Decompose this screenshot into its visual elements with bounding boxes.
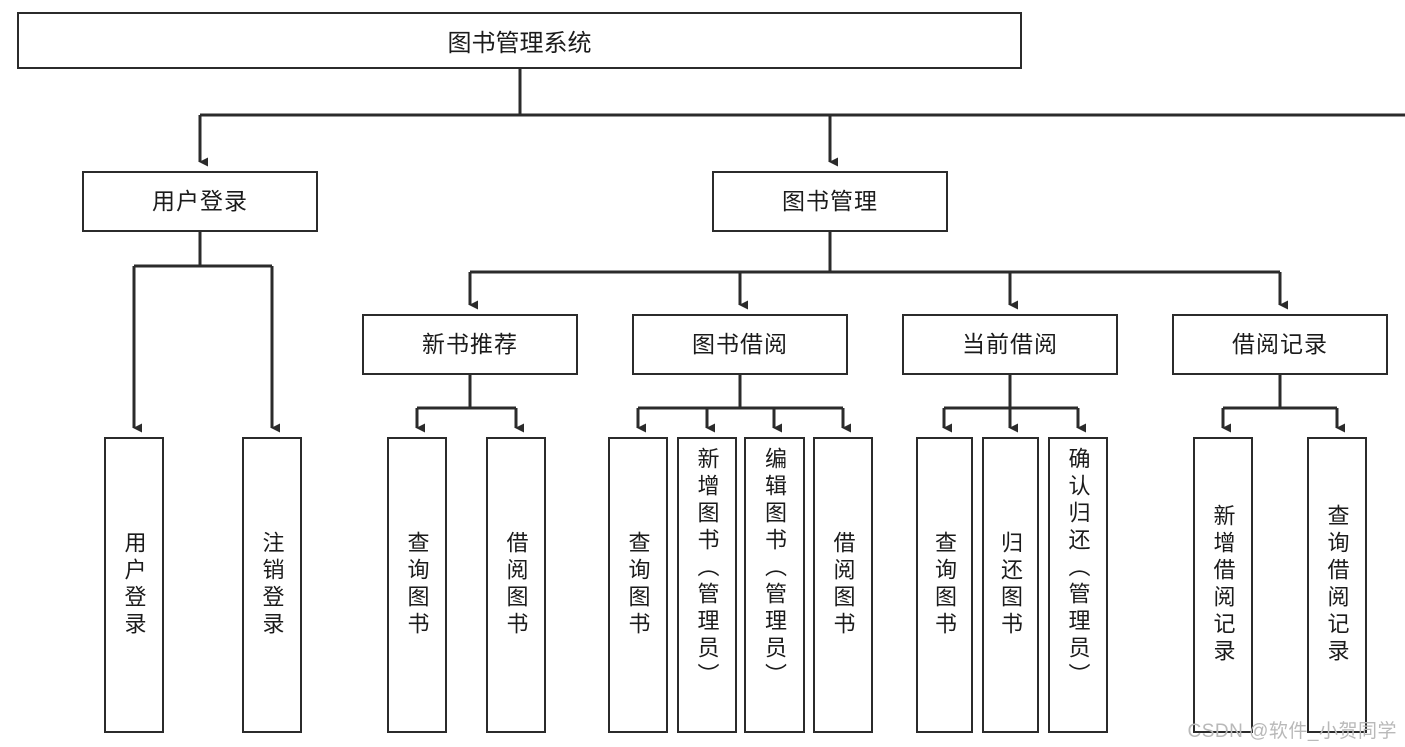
node-user-login-label: 用户登录 xyxy=(152,187,248,214)
node-leaf-query-book-newbook-label: 查询图书 xyxy=(404,531,430,639)
node-leaf-confirm-return-admin-label: 确认归还（管理员） xyxy=(1065,447,1091,690)
node-current-borrow-label: 当前借阅 xyxy=(962,330,1058,357)
node-user-login[interactable]: 用户登录 xyxy=(82,171,318,232)
node-leaf-query-book-borrow[interactable]: 查询图书 xyxy=(608,437,668,733)
node-leaf-query-borrow-record-label: 查询借阅记录 xyxy=(1324,504,1350,666)
node-leaf-borrow-book-newbook-label: 借阅图书 xyxy=(503,531,529,639)
node-leaf-user-login[interactable]: 用户登录 xyxy=(104,437,164,733)
node-book-management-label: 图书管理 xyxy=(782,187,878,214)
node-borrow-records-label: 借阅记录 xyxy=(1232,330,1328,357)
node-leaf-query-borrow-record[interactable]: 查询借阅记录 xyxy=(1307,437,1367,733)
node-leaf-borrow-book-label: 借阅图书 xyxy=(830,531,856,639)
node-leaf-edit-book-admin[interactable]: 编辑图书（管理员） xyxy=(744,437,805,733)
node-leaf-edit-book-admin-label: 编辑图书（管理员） xyxy=(762,447,788,690)
node-leaf-confirm-return-admin[interactable]: 确认归还（管理员） xyxy=(1048,437,1108,733)
node-leaf-add-borrow-record[interactable]: 新增借阅记录 xyxy=(1193,437,1253,733)
node-leaf-borrow-book-newbook[interactable]: 借阅图书 xyxy=(486,437,546,733)
node-new-book-recommend[interactable]: 新书推荐 xyxy=(362,314,578,375)
node-book-borrow[interactable]: 图书借阅 xyxy=(632,314,848,375)
node-leaf-borrow-book[interactable]: 借阅图书 xyxy=(813,437,873,733)
node-root-label: 图书管理系统 xyxy=(447,30,592,57)
node-leaf-logout[interactable]: 注销登录 xyxy=(242,437,302,733)
node-root[interactable]: 图书管理系统 xyxy=(17,12,1022,69)
node-new-book-recommend-label: 新书推荐 xyxy=(422,330,518,357)
node-leaf-return-book[interactable]: 归还图书 xyxy=(982,437,1039,733)
node-leaf-add-book-admin[interactable]: 新增图书（管理员） xyxy=(677,437,737,733)
node-leaf-query-book-current-label: 查询图书 xyxy=(932,531,958,639)
node-leaf-return-book-label: 归还图书 xyxy=(998,531,1024,639)
node-book-borrow-label: 图书借阅 xyxy=(692,330,788,357)
node-leaf-query-book-borrow-label: 查询图书 xyxy=(625,531,651,639)
watermark: CSDN @软件_小贺同学 xyxy=(1187,721,1397,742)
node-book-management[interactable]: 图书管理 xyxy=(712,171,948,232)
node-leaf-user-login-label: 用户登录 xyxy=(121,531,147,639)
node-leaf-logout-label: 注销登录 xyxy=(259,531,285,639)
node-leaf-query-book-newbook[interactable]: 查询图书 xyxy=(387,437,447,733)
node-current-borrow[interactable]: 当前借阅 xyxy=(902,314,1118,375)
node-leaf-add-book-admin-label: 新增图书（管理员） xyxy=(694,447,720,690)
node-leaf-query-book-current[interactable]: 查询图书 xyxy=(916,437,973,733)
node-borrow-records[interactable]: 借阅记录 xyxy=(1172,314,1388,375)
node-leaf-add-borrow-record-label: 新增借阅记录 xyxy=(1210,504,1236,666)
